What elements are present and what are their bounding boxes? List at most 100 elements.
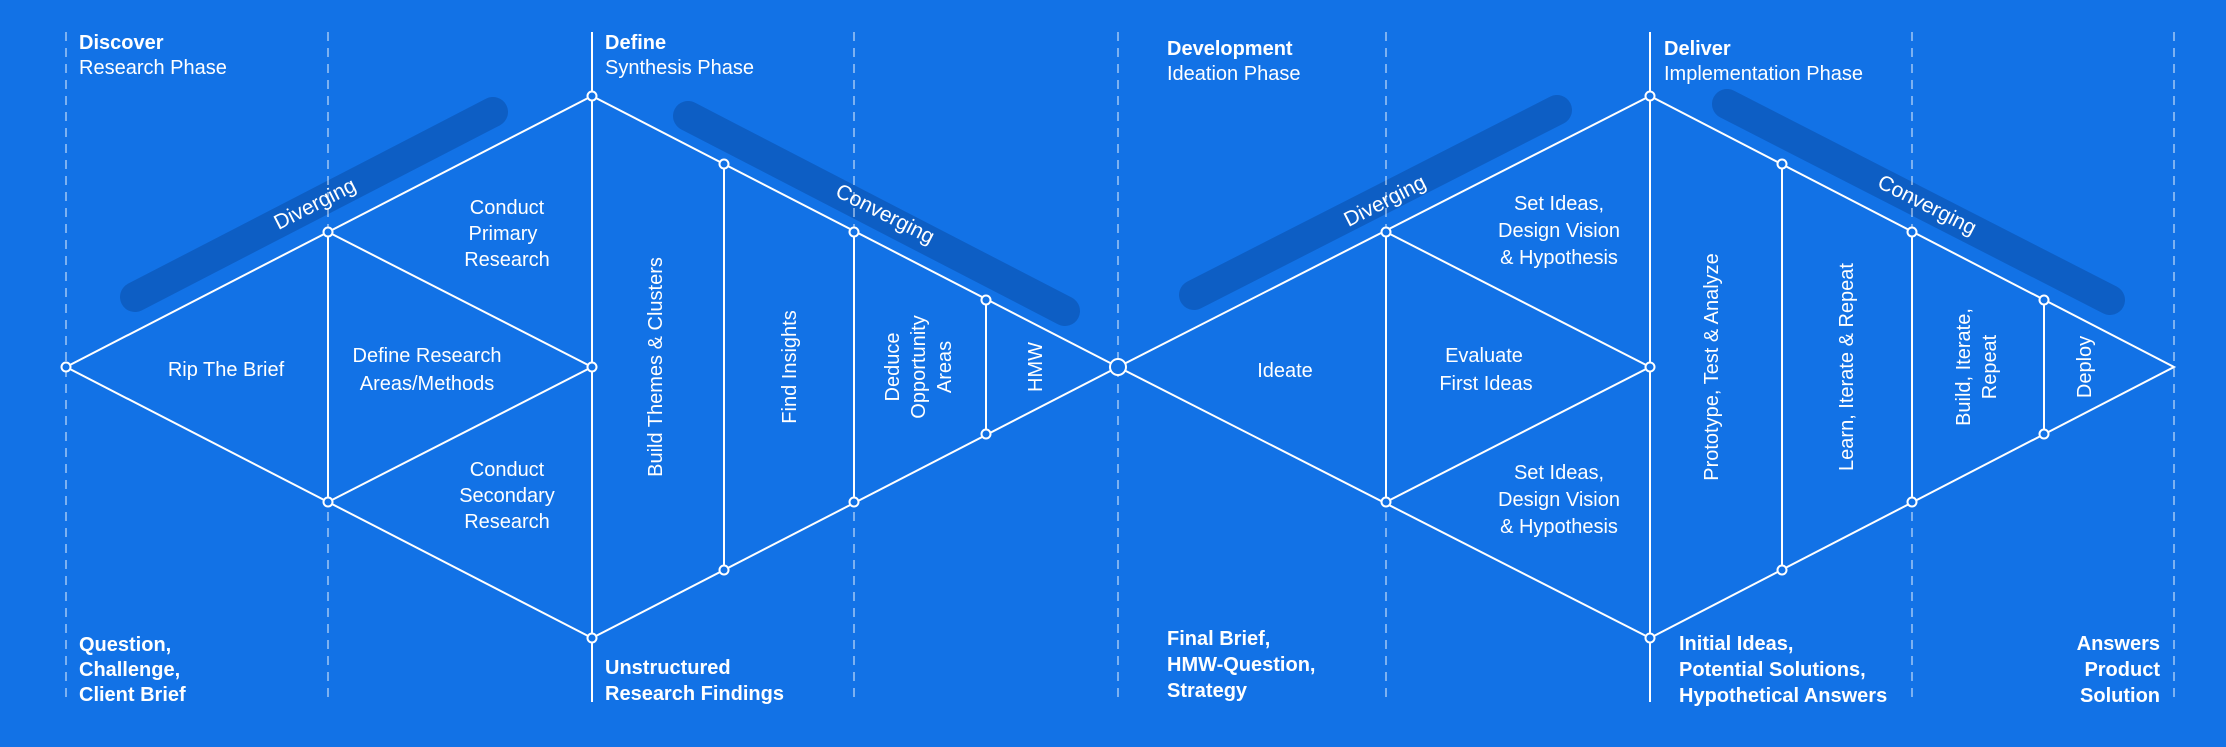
define-research-label: Define Research Areas/Methods [353,345,502,395]
primary-research-label: Conduct Primary Research [464,197,550,271]
bottom-label-line: Hypothetical Answers [1679,685,1887,707]
node [586,90,598,102]
phase-title: Deliver [1664,38,1731,60]
evaluate-label: Evaluate First Ideas [1439,345,1532,395]
node [1380,496,1392,508]
label-line: Evaluate [1445,345,1523,367]
build-themes-label: Build Themes & Clusters [645,257,667,477]
deduce-opportunity-label: Deduce Opportunity Areas [882,315,956,418]
node [586,632,598,644]
node [1776,564,1788,576]
secondary-research-label: Conduct Secondary Research [459,459,555,533]
phase-header-discover: Discover Research Phase [79,32,227,79]
bottom-label-line: Unstructured [605,657,731,679]
bottom-label-line: Challenge, [79,659,180,681]
label-line: & Hypothesis [1500,247,1618,269]
phase-header-define: Define Synthesis Phase [605,32,754,79]
bottom-label-line: Research Findings [605,683,784,705]
phase-title: Development [1167,38,1293,60]
label-line: Deduce [882,333,904,402]
node [586,361,598,373]
node [848,496,860,508]
node [322,226,334,238]
label-line: Design Vision [1498,220,1620,242]
node [2038,294,2050,306]
converging-band-2 [1712,89,2125,315]
node [1906,226,1918,238]
node [718,158,730,170]
node [1644,90,1656,102]
rip-the-brief-label: Rip The Brief [168,359,285,381]
label-line: Secondary [459,485,555,507]
diverging-band-1 [120,97,508,312]
node [1644,361,1656,373]
bottom-label-line: Final Brief, [1167,628,1270,650]
diverging-band-2 [1179,95,1572,310]
bottom-label-discover: Question, Challenge, Client Brief [79,634,186,706]
label-line: Areas [934,341,956,393]
label-line: Conduct [470,459,545,481]
node [718,564,730,576]
node [980,294,992,306]
label-line: Build, Iterate, [1953,308,1975,426]
phase-header-deliver: Deliver Implementation Phase [1664,38,1863,85]
node [2038,428,2050,440]
label-line: Set Ideas, [1514,193,1604,215]
ideate-label: Ideate [1257,360,1313,382]
learn-label: Learn, Iterate & Repeat [1836,263,1858,471]
label-line: Opportunity [908,315,930,418]
bottom-label-line: Product [2084,659,2160,681]
set-ideas-top-label: Set Ideas, Design Vision & Hypothesis [1498,193,1620,269]
node [1644,632,1656,644]
phase-subtitle: Implementation Phase [1664,63,1863,85]
label-line: & Hypothesis [1500,516,1618,538]
node [1380,226,1392,238]
bottom-label-define: Unstructured Research Findings [605,657,784,705]
converging-label-2: Converging [1874,171,1980,240]
label-line: Research [464,511,550,533]
phase-subtitle: Synthesis Phase [605,57,754,79]
label-line: Primary [469,223,538,245]
bottom-label-deliver: Initial Ideas, Potential Solutions, Hypo… [1679,633,1887,707]
node [1906,496,1918,508]
bottom-label-answers: Answers Product Solution [2077,633,2161,707]
label-line: Repeat [1979,334,2001,399]
bottom-label-line: HMW-Question, [1167,654,1315,676]
label-line: First Ideas [1439,373,1532,395]
bottom-label-line: Question, [79,634,171,656]
node [980,428,992,440]
bottom-label-line: Potential Solutions, [1679,659,1866,681]
node [1776,158,1788,170]
phase-header-development: Development Ideation Phase [1167,38,1300,85]
build-iterate-label: Build, Iterate, Repeat [1953,308,2001,426]
phase-subtitle: Ideation Phase [1167,63,1300,85]
converging-band-1 [673,101,1080,326]
phase-subtitle: Research Phase [79,57,227,79]
node [60,361,72,373]
bottom-label-line: Initial Ideas, [1679,633,1793,655]
node [848,226,860,238]
deploy-label: Deploy [2074,336,2096,398]
label-line: Design Vision [1498,489,1620,511]
node [322,496,334,508]
bottom-label-line: Answers [2077,633,2160,655]
set-ideas-bottom-label: Set Ideas, Design Vision & Hypothesis [1498,462,1620,538]
bottom-label-line: Client Brief [79,684,186,706]
phase-title: Define [605,32,666,54]
nodes [60,90,2050,644]
label-line: Set Ideas, [1514,462,1604,484]
bottom-label-line: Strategy [1167,680,1248,702]
label-line: Define Research [353,345,502,367]
bottom-label-line: Solution [2080,685,2160,707]
phase-title: Discover [79,32,164,54]
center-node [1109,358,1127,376]
find-insights-label: Find Insights [779,310,801,423]
inner-diamond-1 [327,231,595,503]
prototype-label: Prototype, Test & Analyze [1701,253,1723,481]
label-line: Conduct [470,197,545,219]
hmw-label: HMW [1025,342,1047,392]
bottom-label-development: Final Brief, HMW-Question, Strategy [1167,628,1315,702]
diamond-2-outline [1115,94,2177,640]
